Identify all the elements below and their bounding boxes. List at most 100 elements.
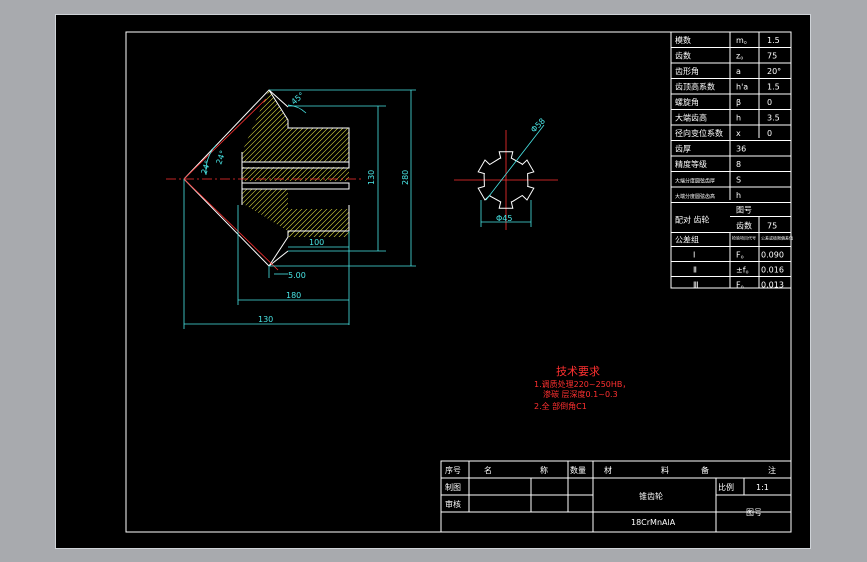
param-name: 精度等级 [675, 159, 707, 169]
tooth-edge-a [268, 89, 289, 108]
hatch-line [441, 75, 641, 275]
hatch-line [56, 75, 221, 275]
param-symbol: x [736, 129, 741, 138]
hatch-line [446, 75, 646, 275]
spline-end-view: Φ58 Φ45 [454, 116, 558, 230]
technical-requirements: 技术要求 1.调质处理220~250HB， 渗碳 层深度0.1~0.3 2.全 … [534, 365, 630, 411]
tb-scale-label: 比例 [718, 482, 734, 492]
hatch-line [56, 75, 186, 275]
bore-groove-bottom [241, 182, 350, 190]
param-symbol: β [736, 98, 741, 107]
tolerance-col3: 公差或极限偏差值 [761, 235, 793, 241]
dim-130-horizontal: 130 [258, 315, 273, 324]
hatch-line [320, 90, 349, 237]
param-name: 齿数 [675, 51, 691, 61]
hatch-line [361, 75, 561, 275]
pitch-line-bottom [183, 178, 279, 271]
hatch-line [242, 90, 312, 237]
hatch-line [242, 90, 247, 237]
dim-130-vertical: 130 [367, 170, 376, 185]
hatch-line [242, 90, 349, 237]
param-symbol: z。 [736, 52, 748, 61]
hatch-line [242, 90, 349, 237]
tolerance-group: Ⅰ [693, 251, 695, 260]
gear-outline-top [183, 89, 350, 180]
param-symbol: 36 [736, 145, 746, 154]
hatch-line [242, 90, 267, 237]
tech-line-2: 渗碳 层深度0.1~0.3 [543, 389, 618, 399]
param-name: 大端分度圆弦齿高 [675, 193, 715, 200]
dim-180: 180 [286, 291, 301, 300]
tolerance-value: 0.016 [761, 266, 784, 275]
tb-header-no: 序号 [445, 465, 461, 475]
hatch-line [391, 75, 591, 275]
hatch-line [56, 75, 216, 275]
hatch-line [245, 90, 349, 237]
tolerance-group: Ⅲ [693, 281, 699, 290]
param-symbol: h [736, 191, 741, 200]
param-value: 20° [767, 67, 781, 76]
mating-teeth-label: 齿数 [736, 221, 752, 231]
param-name: 大端分度圆弦齿厚 [675, 178, 715, 185]
tb-drawing-no: 图号 [746, 508, 762, 517]
dimensions: 130 280 100 5.00 180 130 45° 24° 24° [183, 89, 416, 329]
tolerance-value: 0.013 [761, 281, 784, 290]
param-name: 齿形角 [675, 66, 699, 76]
tb-header-rem2: 注 [768, 465, 776, 475]
hatch-line [416, 75, 616, 275]
param-value: 1.5 [767, 83, 780, 92]
hatch-line [242, 90, 262, 237]
param-value: 75 [767, 52, 777, 61]
param-symbol: S [736, 176, 741, 185]
tb-header-rem: 备 [701, 465, 709, 475]
dim-45: Φ45 [496, 214, 512, 223]
hatch-line [56, 75, 226, 275]
hatch-line [242, 90, 349, 237]
tb-part-name: 锥齿轮 [639, 491, 663, 501]
hatch-line [242, 90, 302, 237]
bore-groove-top [241, 161, 350, 169]
tb-header-name2: 称 [540, 465, 548, 475]
dim-58: Φ58 [529, 116, 547, 134]
hatch-line [401, 75, 601, 275]
spline-profile [477, 151, 535, 209]
dim-100: 100 [309, 238, 324, 247]
hatch-lines [56, 75, 666, 275]
tolerance-group: Ⅱ [693, 266, 697, 275]
param-name: 螺旋角 [675, 97, 699, 107]
param-name: 径向变位系数 [675, 128, 723, 138]
tech-line-3: 2.全 部倒角C1 [534, 401, 587, 411]
cad-drawing: 130 280 100 5.00 180 130 45° 24° 24° Φ5 [56, 31, 793, 533]
hatch-line [242, 90, 349, 237]
param-symbol: h'a [736, 83, 748, 92]
hatch-line [56, 75, 191, 275]
param-symbol: m。 [736, 36, 752, 45]
hatch-line [242, 90, 349, 237]
hatch-line [421, 75, 621, 275]
param-value: 0 [767, 98, 772, 107]
hatch-line [242, 90, 349, 237]
hatch-line [451, 75, 651, 275]
tolerance-code: F。 [736, 281, 749, 290]
hatch-line [411, 75, 611, 275]
param-symbol: h [736, 114, 741, 123]
tb-check: 审核 [445, 499, 461, 509]
hatch-line [356, 75, 556, 275]
gear-outline-bottom [183, 178, 350, 267]
tb-material: 18CrMnAlA [631, 518, 676, 527]
tooth-edge-b [268, 250, 289, 267]
hatch-line [242, 90, 349, 237]
hatch-line [436, 75, 636, 275]
hatch-line [242, 90, 257, 237]
param-name: 齿顶高系数 [675, 82, 715, 92]
hatch-line [242, 90, 252, 237]
hatch-line [242, 90, 297, 237]
tb-scale-value: 1:1 [756, 483, 769, 492]
hatch-line [456, 75, 656, 275]
mating-drawing-no: 图号 [736, 206, 752, 215]
tb-drawn: 制图 [445, 482, 461, 492]
hatch-line [242, 90, 272, 237]
hatch-line [466, 75, 666, 275]
hatch-line [396, 75, 596, 275]
